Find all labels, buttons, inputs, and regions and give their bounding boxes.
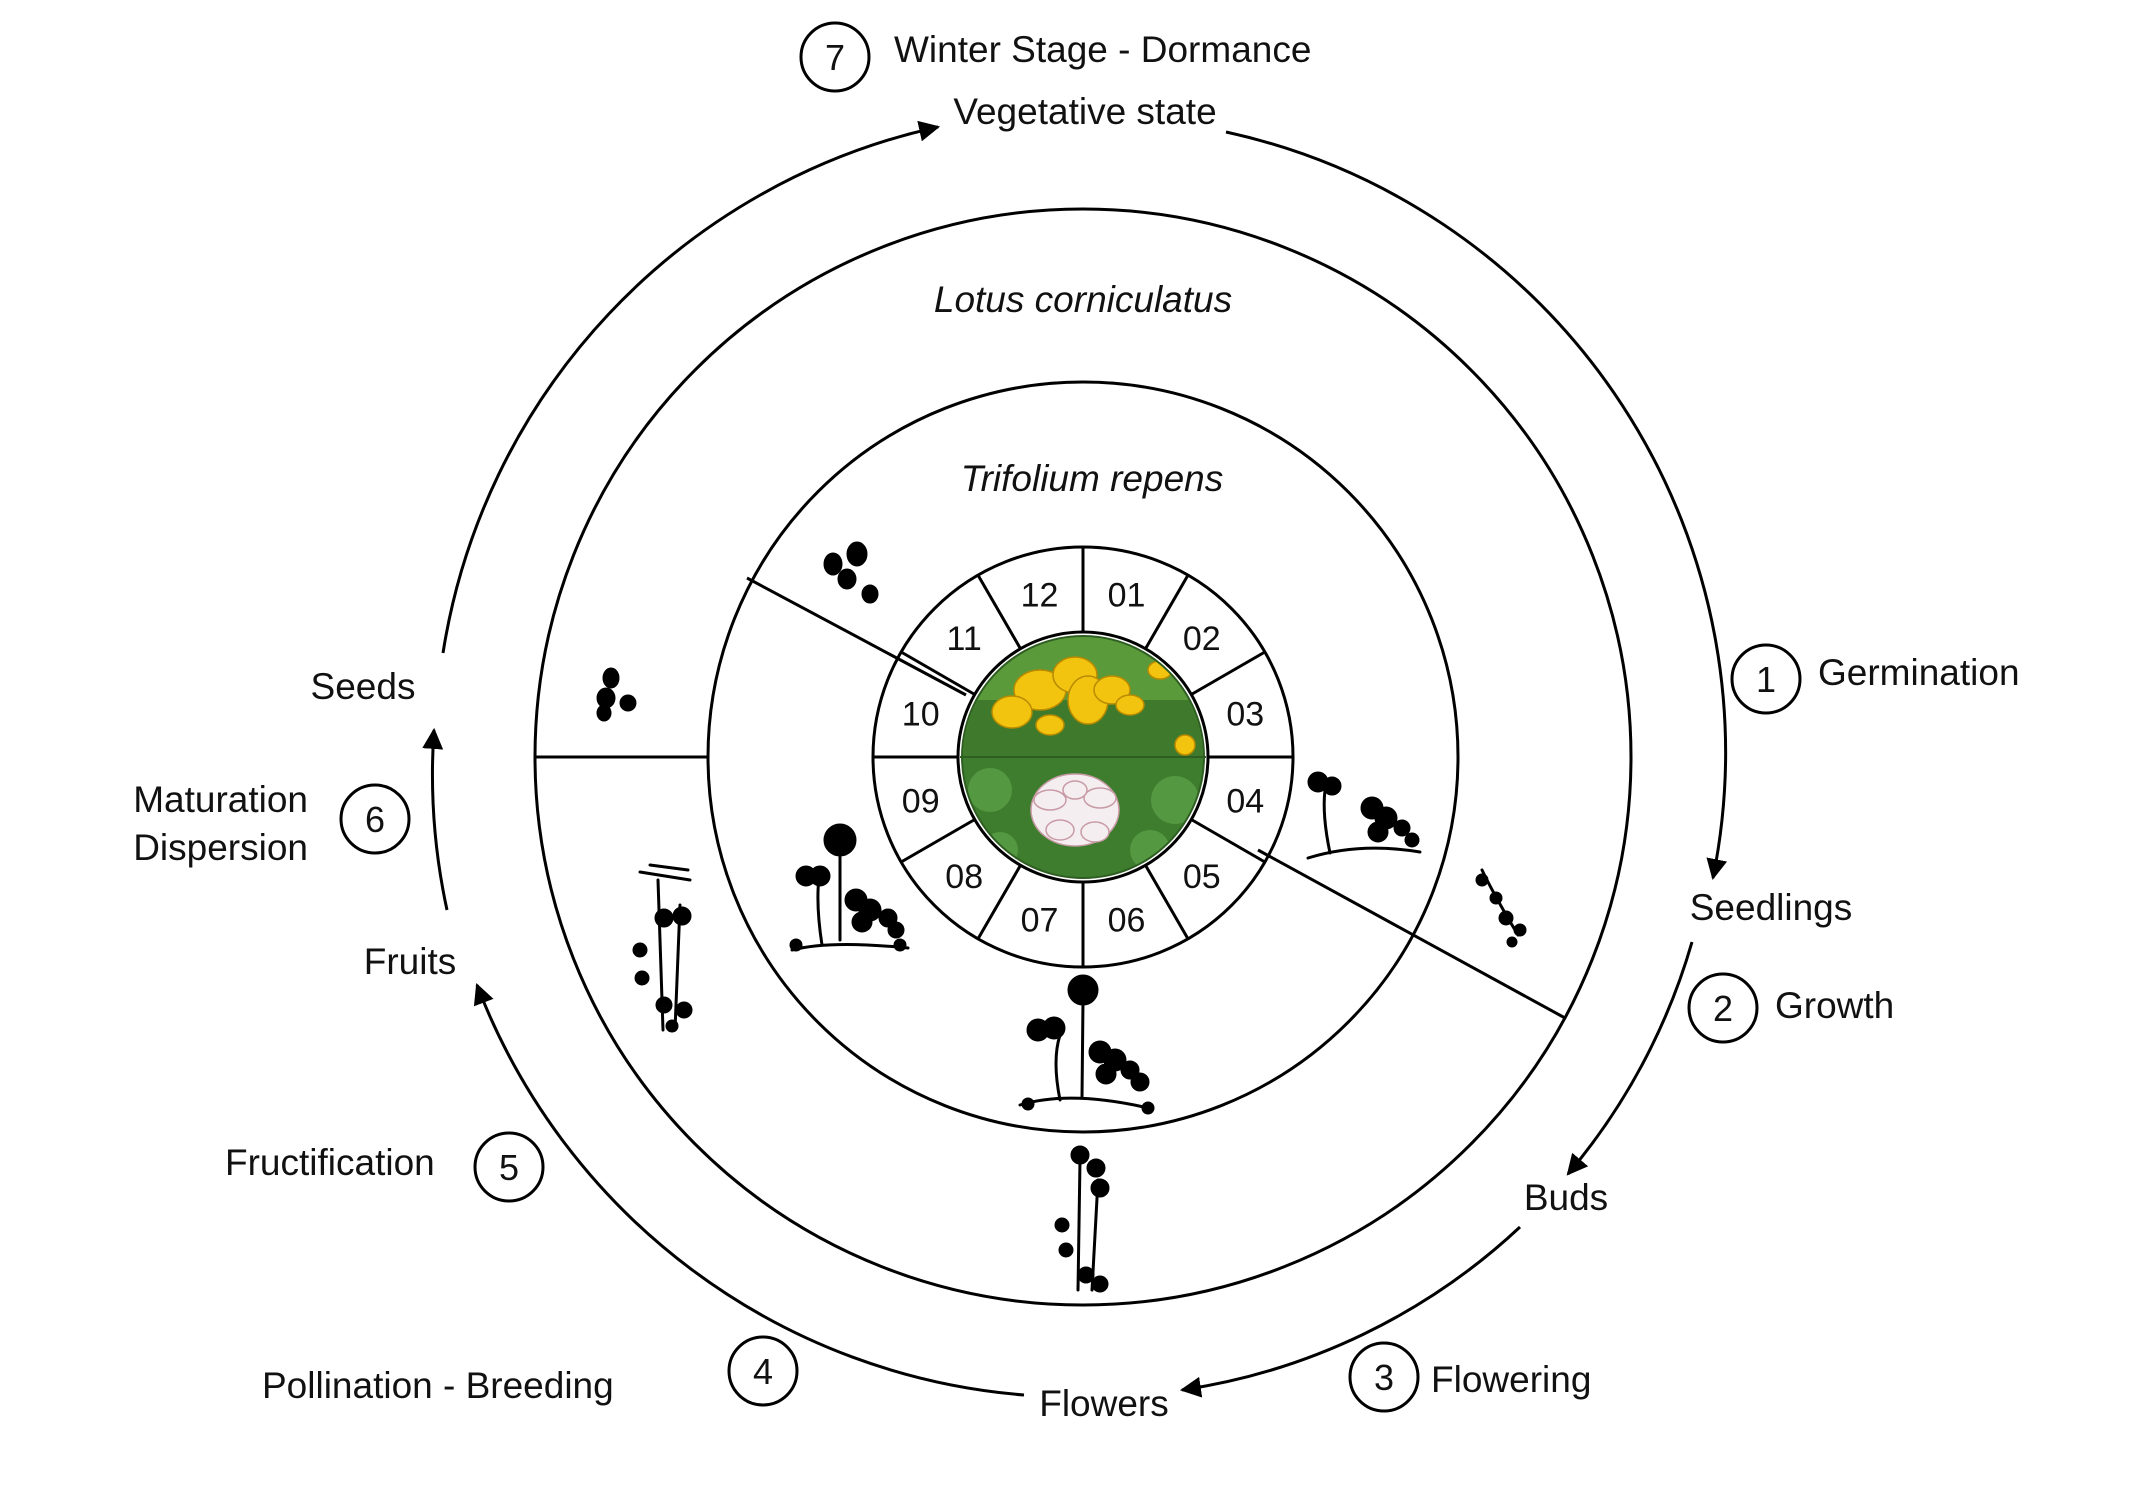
month-spoke xyxy=(1190,818,1266,864)
lotus-flowers xyxy=(991,656,1196,756)
stage-number-3: 3 xyxy=(1374,1357,1394,1398)
month-label-04: 04 xyxy=(1226,782,1264,820)
state-label-vegetative: Vegetative state xyxy=(953,91,1216,132)
state-label-seedlings: Seedlings xyxy=(1690,887,1853,928)
divider-trifolium-left xyxy=(746,576,967,697)
stage-number-4: 4 xyxy=(753,1351,773,1392)
clover-plant-icon-bottom xyxy=(1018,974,1155,1115)
stage-badge-3: 3 xyxy=(1348,1341,1420,1413)
phase-dividers xyxy=(535,576,1566,1020)
month-label-01: 01 xyxy=(1108,577,1146,615)
stage-badge-7: 7 xyxy=(799,21,871,93)
stage-badge-6: 6 xyxy=(339,783,411,855)
month-spoke xyxy=(976,864,1022,940)
seed-icon-inner xyxy=(596,667,637,722)
month-label-10: 10 xyxy=(902,696,940,734)
stage-badge-1: 1 xyxy=(1730,643,1802,715)
state-label-fruits: Fruits xyxy=(364,941,457,982)
arrow-seeds-to-vegetative xyxy=(441,120,941,654)
cycle-arrows xyxy=(422,120,1728,1398)
month-label-07: 07 xyxy=(1021,901,1059,939)
month-label-08: 08 xyxy=(945,858,983,896)
month-spoke xyxy=(900,650,976,696)
month-label-02: 02 xyxy=(1183,620,1221,658)
month-label-06: 06 xyxy=(1108,901,1146,939)
stage-number-7: 7 xyxy=(825,37,845,78)
divider-right xyxy=(1257,848,1566,1020)
stage-number-5: 5 xyxy=(499,1147,519,1188)
arrow-fruits-to-seeds xyxy=(422,727,449,911)
stage-number-2: 2 xyxy=(1713,988,1733,1029)
month-label-09: 09 xyxy=(902,782,940,820)
stage-label-7: Winter Stage - Dormance xyxy=(894,29,1311,70)
species-label-lotus: Lotus corniculatus xyxy=(934,279,1232,320)
stage-number-1: 1 xyxy=(1756,659,1776,700)
stage-badge-4: 4 xyxy=(727,1335,799,1407)
state-label-seeds: Seeds xyxy=(311,666,416,707)
arrow-flowers-to-fruits xyxy=(473,983,1025,1397)
stage-label-2: Growth xyxy=(1775,985,1894,1026)
arrow-buds-to-flowers xyxy=(1179,1225,1522,1398)
stage-number-6: 6 xyxy=(365,799,385,840)
seed-icon-outer xyxy=(823,541,879,604)
lotus-plant-icon-left xyxy=(632,863,693,1033)
state-label-buds: Buds xyxy=(1524,1177,1608,1218)
month-spoke xyxy=(976,574,1022,650)
state-label-flowers: Flowers xyxy=(1039,1383,1169,1424)
stage-label-3: Flowering xyxy=(1431,1359,1591,1400)
arrow-vegetative-to-seedlings xyxy=(1225,130,1728,881)
month-spoke xyxy=(900,818,976,864)
stage-badge-5: 5 xyxy=(473,1131,545,1203)
month-label-05: 05 xyxy=(1183,858,1221,896)
stage-label-6-line2: Dispersion xyxy=(133,827,308,868)
clover-flower xyxy=(1030,773,1120,847)
clover-plant-icon-left xyxy=(789,823,910,952)
month-label-03: 03 xyxy=(1226,696,1264,734)
month-spoke xyxy=(1144,864,1190,940)
clover-plant-icon-right xyxy=(1306,771,1422,860)
month-spoke xyxy=(1144,574,1190,650)
month-label-12: 12 xyxy=(1021,577,1059,615)
stage-label-6-line1: Maturation xyxy=(133,779,308,820)
month-label-11: 11 xyxy=(947,620,982,658)
month-spokes xyxy=(873,547,1293,967)
center-photo xyxy=(960,635,1206,879)
stage-label-1: Germination xyxy=(1818,652,2020,693)
lotus-plant-icon-right xyxy=(1475,868,1527,948)
arrow-seedlings-to-buds xyxy=(1566,941,1694,1176)
stage-label-5: Fructification xyxy=(225,1142,435,1183)
species-label-trifolium: Trifolium repens xyxy=(961,458,1224,499)
stage-badge-2: 2 xyxy=(1687,972,1759,1044)
lotus-plant-icon-bottom xyxy=(1054,1145,1110,1293)
stage-label-4: Pollination - Breeding xyxy=(262,1365,614,1406)
month-spoke xyxy=(1190,650,1266,696)
